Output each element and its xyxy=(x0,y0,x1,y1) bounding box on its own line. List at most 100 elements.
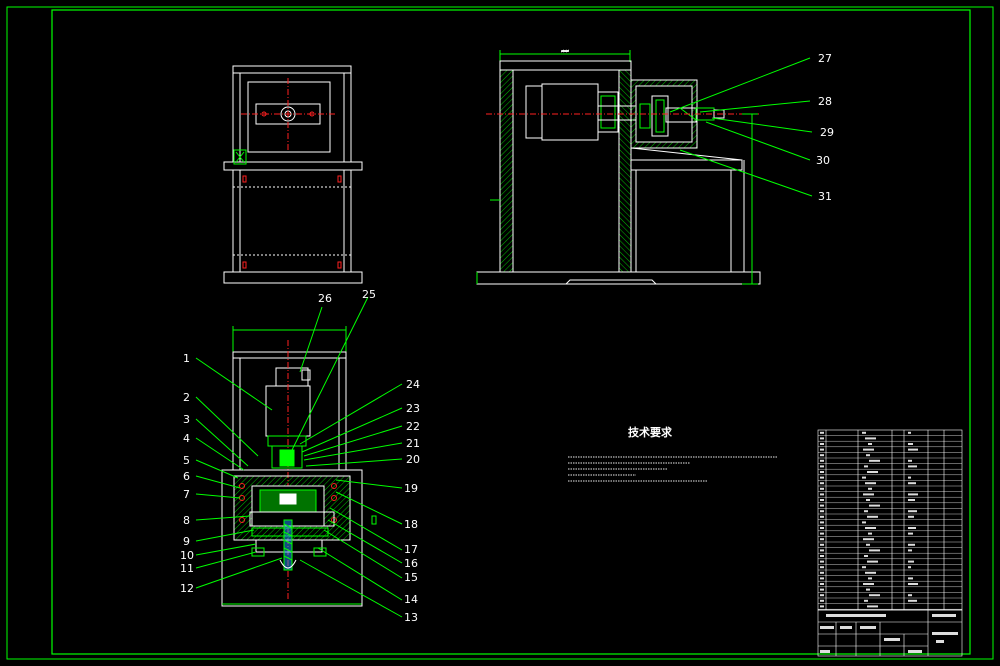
drawing-border xyxy=(6,6,994,660)
callout-17: 17 xyxy=(404,543,418,556)
callout-21: 21 xyxy=(406,437,420,450)
parts-row-text xyxy=(869,504,880,507)
callout-1: 1 xyxy=(183,352,190,365)
parts-row-text xyxy=(862,476,866,479)
section-view-leaders-right xyxy=(291,296,403,618)
section-view-leaders-left xyxy=(195,357,283,589)
parts-row-text xyxy=(908,431,911,434)
tech-requirements-title: 技术要求 xyxy=(628,425,673,439)
parts-row-text xyxy=(908,482,916,485)
parts-row-number xyxy=(820,566,824,569)
parts-row-text xyxy=(866,454,870,457)
callout-30: 30 xyxy=(816,154,830,167)
parts-row-number xyxy=(820,482,824,485)
parts-row-text xyxy=(864,465,868,468)
parts-row-number xyxy=(820,465,824,468)
parts-row-text xyxy=(908,549,912,552)
parts-row-number xyxy=(820,431,824,434)
parts-row-text xyxy=(908,560,914,563)
parts-row-number xyxy=(820,448,824,451)
callout-31: 31 xyxy=(818,190,832,203)
parts-row-number xyxy=(820,538,824,541)
callout-18: 18 xyxy=(404,518,418,531)
parts-row-text xyxy=(868,577,872,580)
callout-16: 16 xyxy=(404,557,418,570)
parts-row-text xyxy=(869,594,880,597)
parts-row-text xyxy=(865,482,876,485)
callout-5: 5 xyxy=(183,454,190,467)
parts-row-text xyxy=(908,459,912,462)
parts-row-number xyxy=(820,560,824,563)
parts-row-number xyxy=(820,594,824,597)
parts-row-number xyxy=(820,583,824,585)
side-view-leaders xyxy=(669,57,813,197)
parts-list-text-blocks xyxy=(820,431,918,608)
parts-row-text xyxy=(869,549,880,552)
parts-row-number xyxy=(820,543,824,546)
parts-row-text xyxy=(864,599,868,602)
callout-7: 7 xyxy=(183,488,190,501)
callout-2: 2 xyxy=(183,391,190,404)
title-block xyxy=(817,609,963,657)
parts-row-text xyxy=(908,510,917,513)
side-view: ≈≈≈ xyxy=(476,49,761,285)
callout-10: 10 xyxy=(180,549,194,562)
parts-row-number xyxy=(820,437,824,440)
parts-list-table xyxy=(817,429,963,611)
parts-row-number xyxy=(820,527,824,529)
callout-26: 26 xyxy=(318,292,332,305)
parts-row-text xyxy=(908,448,918,451)
callout-8: 8 xyxy=(183,514,190,527)
parts-row-number xyxy=(820,605,824,608)
callout-28: 28 xyxy=(818,95,832,108)
parts-row-text xyxy=(908,583,918,585)
parts-row-text xyxy=(908,443,913,445)
front-view xyxy=(223,65,363,284)
parts-row-number xyxy=(820,510,824,513)
parts-row-text xyxy=(863,583,874,585)
svg-text:≈≈≈: ≈≈≈ xyxy=(561,49,569,53)
parts-row-text xyxy=(908,527,916,529)
callout-22: 22 xyxy=(406,420,420,433)
parts-row-text xyxy=(865,527,876,529)
parts-row-number xyxy=(820,515,824,518)
parts-row-text xyxy=(908,515,914,518)
parts-row-text xyxy=(868,532,872,535)
parts-row-number xyxy=(820,549,824,552)
parts-row-number xyxy=(820,577,824,580)
callout-29: 29 xyxy=(820,126,834,139)
callout-13: 13 xyxy=(404,611,418,624)
parts-row-text xyxy=(908,476,911,479)
parts-row-number xyxy=(820,454,824,457)
parts-row-text xyxy=(866,499,870,501)
parts-row-number xyxy=(820,459,824,462)
parts-row-text xyxy=(908,599,917,602)
parts-row-number xyxy=(820,499,824,501)
parts-row-text xyxy=(864,510,868,513)
parts-row-text xyxy=(867,605,878,608)
title-block-text xyxy=(820,614,958,653)
parts-row-number xyxy=(820,555,824,557)
parts-row-text xyxy=(908,594,912,597)
parts-row-text xyxy=(908,543,915,546)
parts-row-text xyxy=(866,588,870,591)
callout-6: 6 xyxy=(183,470,190,483)
parts-row-text xyxy=(869,459,880,462)
parts-row-number xyxy=(820,532,824,535)
parts-row-text xyxy=(865,437,876,440)
parts-row-text xyxy=(862,566,866,569)
parts-row-text xyxy=(908,465,917,468)
callout-23: 23 xyxy=(406,402,420,415)
parts-row-number xyxy=(820,493,824,496)
parts-list-rows xyxy=(818,435,962,610)
parts-row-text xyxy=(865,571,876,574)
parts-row-number xyxy=(820,476,824,479)
callout-15: 15 xyxy=(404,571,418,584)
parts-row-text xyxy=(863,493,874,496)
callout-3: 3 xyxy=(183,413,190,426)
parts-row-text xyxy=(866,543,870,546)
parts-row-text xyxy=(867,471,878,473)
parts-row-text xyxy=(867,515,878,518)
callout-14: 14 xyxy=(404,593,418,606)
